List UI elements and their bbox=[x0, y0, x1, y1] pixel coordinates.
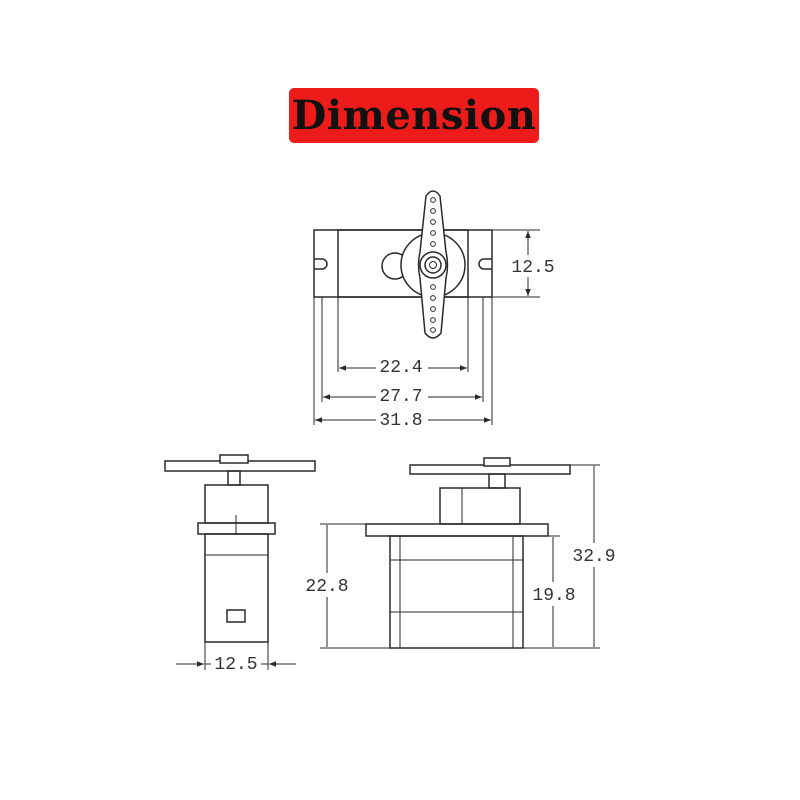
title-banner: Dimension bbox=[289, 88, 539, 143]
output-shaft-screw bbox=[429, 261, 437, 269]
front-mount-height-label: 19.8 bbox=[532, 586, 575, 606]
front-body bbox=[389, 535, 524, 649]
side-width-label: 12.5 bbox=[214, 655, 257, 675]
front-view: 22.8 19.8 32.9 bbox=[300, 457, 620, 649]
top-height-label: 12.5 bbox=[511, 258, 554, 278]
side-shaft bbox=[227, 470, 241, 486]
side-body bbox=[204, 533, 269, 643]
side-cable-exit bbox=[226, 609, 246, 623]
page-title: Dimension bbox=[291, 92, 537, 139]
front-gearbox bbox=[439, 487, 521, 525]
side-horn-hub bbox=[219, 454, 249, 464]
horn-holes bbox=[430, 197, 436, 333]
output-shaft-outer bbox=[419, 251, 447, 279]
front-total-height-label: 32.9 bbox=[572, 547, 615, 567]
top-mid-width-label: 27.7 bbox=[379, 387, 422, 407]
front-shaft bbox=[488, 473, 506, 489]
front-mount-flange bbox=[365, 523, 549, 537]
output-shaft-inner bbox=[424, 256, 442, 274]
top-view: 12.5 22.4 27.7 31.8 bbox=[313, 190, 555, 431]
top-body bbox=[337, 229, 469, 298]
right-slot-hole bbox=[478, 258, 492, 270]
front-body-height-label: 22.8 bbox=[305, 577, 348, 597]
left-slot-hole bbox=[314, 258, 328, 270]
front-horn-hub bbox=[483, 457, 511, 467]
side-view: 12.5 bbox=[164, 454, 316, 675]
top-inner-width-label: 22.4 bbox=[379, 358, 422, 378]
top-outer-width-label: 31.8 bbox=[379, 411, 422, 431]
